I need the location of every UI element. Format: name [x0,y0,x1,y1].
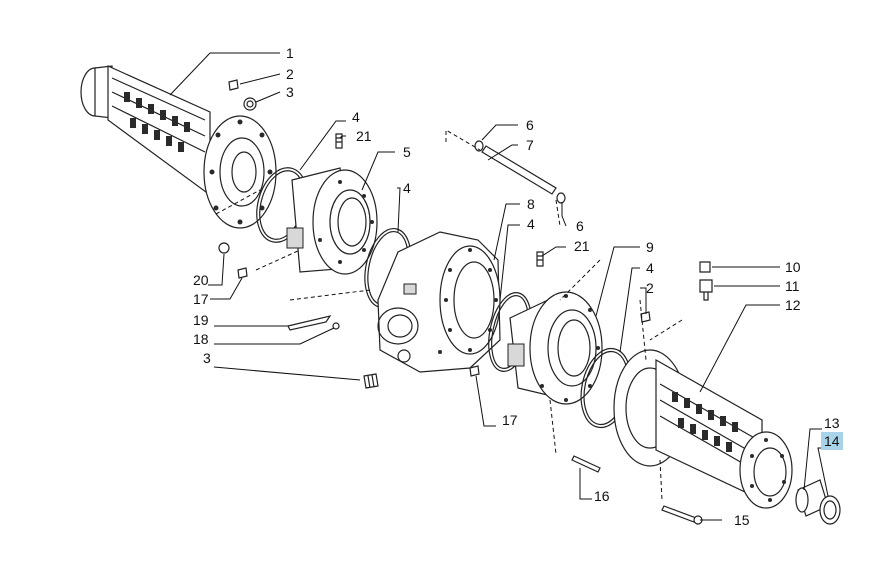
callout-2: 2 [286,66,294,82]
callout-1: 1 [286,45,294,61]
callout-4: 4 [527,216,535,232]
part-16-stud [571,455,601,473]
part-5-brake-housing-left [286,167,378,275]
callout-5: 5 [403,144,411,160]
part-10-fitting [699,261,711,273]
leader-lines [169,52,829,521]
callout-3: 3 [286,84,294,100]
part-9-brake-housing-right [507,291,603,405]
callout-11: 11 [785,278,800,294]
part-19-lock-plate [287,315,332,331]
callout-18: 18 [193,331,209,347]
callout-2: 2 [646,280,654,296]
part-1-left-axle-housing [80,65,277,229]
part-17-bolt-right [469,365,480,377]
callout-6: 6 [576,218,584,234]
callout-7: 7 [526,137,534,153]
part-17-bolt-left [237,267,248,279]
part-2-plug-top-left [228,79,239,91]
callout-17: 17 [502,412,518,428]
part-18-bolt [332,322,340,330]
part-20-snap-ring [218,242,230,254]
callout-9: 9 [646,239,654,255]
callout-10: 10 [785,259,801,275]
callout-8: 8 [527,196,535,212]
callout-4: 4 [403,180,411,196]
part-3-breather-top-left [243,97,257,111]
part-21-breather-left [335,133,343,149]
callout-3: 3 [203,350,211,366]
callout-19: 19 [193,312,209,328]
part-3-drain-plug-bottom [363,373,379,389]
part-11-fitting [699,279,713,301]
callout-12: 12 [785,297,801,313]
callout-4: 4 [646,260,654,276]
part-6-o-ring-upper [474,140,484,152]
callout-13: 13 [824,415,840,431]
callout-14-highlighted[interactable]: 14 [821,432,843,450]
part-6-o-ring-lower [556,192,566,204]
callout-17: 17 [193,291,209,307]
callout-15: 15 [734,512,750,528]
part-12-right-axle-housing [613,349,793,509]
callout-20: 20 [193,272,209,288]
alignment-dashed-lines [215,129,683,501]
part-14-seal-ring [819,495,841,525]
callout-21: 21 [574,238,590,254]
callout-21: 21 [356,128,372,144]
callout-16: 16 [594,488,610,504]
part-21-breather-right [536,251,544,267]
callout-4: 4 [352,109,360,125]
part-15-stud [661,505,703,525]
callout-6: 6 [526,117,534,133]
central-differential-housing [377,231,501,373]
part-7-shaft [481,145,557,195]
